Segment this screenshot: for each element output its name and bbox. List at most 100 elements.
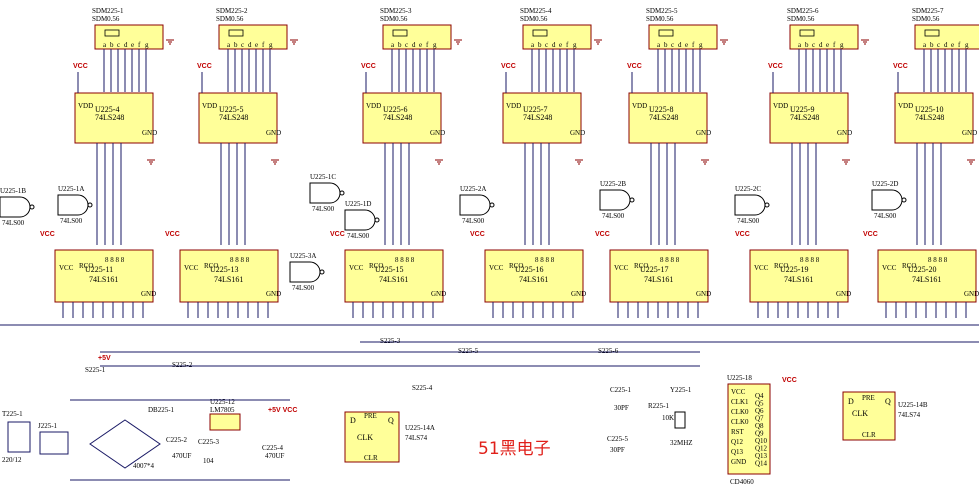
segment-icon [799, 29, 815, 37]
vcc-label: VCC [735, 231, 750, 238]
decoder-type: 74LS248 [523, 113, 552, 122]
oscillator-pin-label: GND [731, 458, 746, 466]
pin-rco: RCO [369, 262, 383, 270]
counter-type: 74LS161 [89, 275, 118, 284]
counter-outputs: 8 8 8 8 [395, 256, 415, 264]
counter-ref: U225-16 [515, 265, 543, 274]
pin-gnd: GND [266, 290, 281, 298]
pin-rco: RCO [774, 262, 788, 270]
pin-label: g [145, 41, 149, 49]
decoder-chip [74, 92, 154, 144]
pin-vcc: VCC [184, 264, 199, 272]
pin-label: c [241, 41, 244, 49]
pin-vdd: VDD [366, 102, 381, 110]
display-module [648, 24, 718, 50]
bridge-ref: DB225-1 [148, 406, 175, 414]
nand-gate [459, 194, 495, 216]
transformer-rating: 220/12 [2, 456, 22, 464]
flipflop-ref: U225-14A [405, 424, 435, 432]
resistor-value: 10K [662, 414, 674, 422]
flipflop-type: 74LS74 [898, 411, 921, 419]
pin-label: g [433, 41, 437, 49]
oscillator-pin-label: Q4 [755, 392, 764, 400]
connector-ref: J225-1 [38, 422, 58, 430]
pin-pre: PRE [364, 412, 377, 420]
pin-label: f [692, 41, 695, 49]
ground-symbol [861, 39, 869, 45]
pin-label: c [937, 41, 940, 49]
counter-type: 74LS161 [784, 275, 813, 284]
pin-label: e [559, 41, 562, 49]
oscillator-pin-label: Q9 [755, 430, 764, 438]
pin-label: b [664, 41, 668, 49]
display-module [94, 24, 164, 50]
oscillator-pin-label: CLK0 [731, 418, 749, 426]
pin-vdd: VDD [773, 102, 788, 110]
transformer-ref: T225-1 [2, 410, 23, 418]
pin-label: a [103, 41, 107, 49]
counter-chip [484, 249, 584, 303]
pin-label: d [248, 41, 252, 49]
capacitor-ref: C225-1 [610, 386, 632, 394]
display-module [914, 24, 979, 50]
gate-ref: U225-1D [345, 200, 371, 208]
pin-label: f [566, 41, 569, 49]
ground-symbol [967, 159, 975, 165]
counter-outputs: 8 8 8 8 [660, 256, 680, 264]
plus5v-label: +5V [98, 355, 111, 362]
switch-label: S225-6 [598, 347, 619, 355]
pin-vdd: VDD [632, 102, 647, 110]
counter-ref: U225-15 [375, 265, 403, 274]
decoder-ref: U225-10 [915, 105, 943, 114]
pin-label: g [699, 41, 703, 49]
gate-ref: U225-2B [600, 180, 626, 188]
pin-rco: RCO [204, 262, 218, 270]
regulator-ref: U225-12 [210, 398, 235, 406]
counter-outputs: 8 8 8 8 [535, 256, 555, 264]
vcc-label: VCC [40, 231, 55, 238]
pin-label: f [958, 41, 961, 49]
gate-type: 74LS00 [737, 217, 760, 225]
pin-vcc: VCC [754, 264, 769, 272]
pin-vcc: VCC [614, 264, 629, 272]
gate-ref: U225-1A [58, 185, 84, 193]
ground-symbol [271, 159, 279, 165]
pin-gnd: GND [837, 129, 852, 137]
gate-ref: U225-1B [0, 187, 26, 195]
display-module [789, 24, 859, 50]
pin-rco: RCO [634, 262, 648, 270]
gate-ref: U225-2A [460, 185, 486, 193]
decoder-ref: U225-9 [790, 105, 814, 114]
pin-label: a [227, 41, 231, 49]
oscillator-pin-label: Q13 [731, 448, 744, 456]
segment-icon [532, 29, 548, 37]
pin-d: D [848, 397, 854, 406]
vcc-label: VCC [197, 63, 212, 70]
vcc-label: VCC [501, 63, 516, 70]
counter-chip [877, 249, 977, 303]
pin-gnd: GND [266, 129, 281, 137]
decoder-chip [628, 92, 708, 144]
counter-ref: U225-11 [85, 265, 113, 274]
nand-gate [871, 189, 907, 211]
pin-clk: CLK [357, 433, 373, 442]
gate-ref: U225-2D [872, 180, 898, 188]
pin-label: e [685, 41, 688, 49]
pin-gnd: GND [430, 129, 445, 137]
vcc-label: VCC [165, 231, 180, 238]
vcc-label: VCC [73, 63, 88, 70]
vcc-label: VCC [627, 63, 642, 70]
ground-symbol [842, 159, 850, 165]
pin-label: g [840, 41, 844, 49]
oscillator-pin-label: Q7 [755, 415, 764, 423]
decoder-chip [198, 92, 278, 144]
counter-outputs: 8 8 8 8 [230, 256, 250, 264]
display-module-ref: SDM225-6 [787, 7, 819, 15]
pin-label: b [398, 41, 402, 49]
counter-chip [179, 249, 279, 303]
pin-label: c [545, 41, 548, 49]
switch-label: S225-1 [85, 366, 106, 374]
display-module-ref: SDM225-2 [216, 7, 248, 15]
pin-label: f [833, 41, 836, 49]
segment-icon [392, 29, 408, 37]
